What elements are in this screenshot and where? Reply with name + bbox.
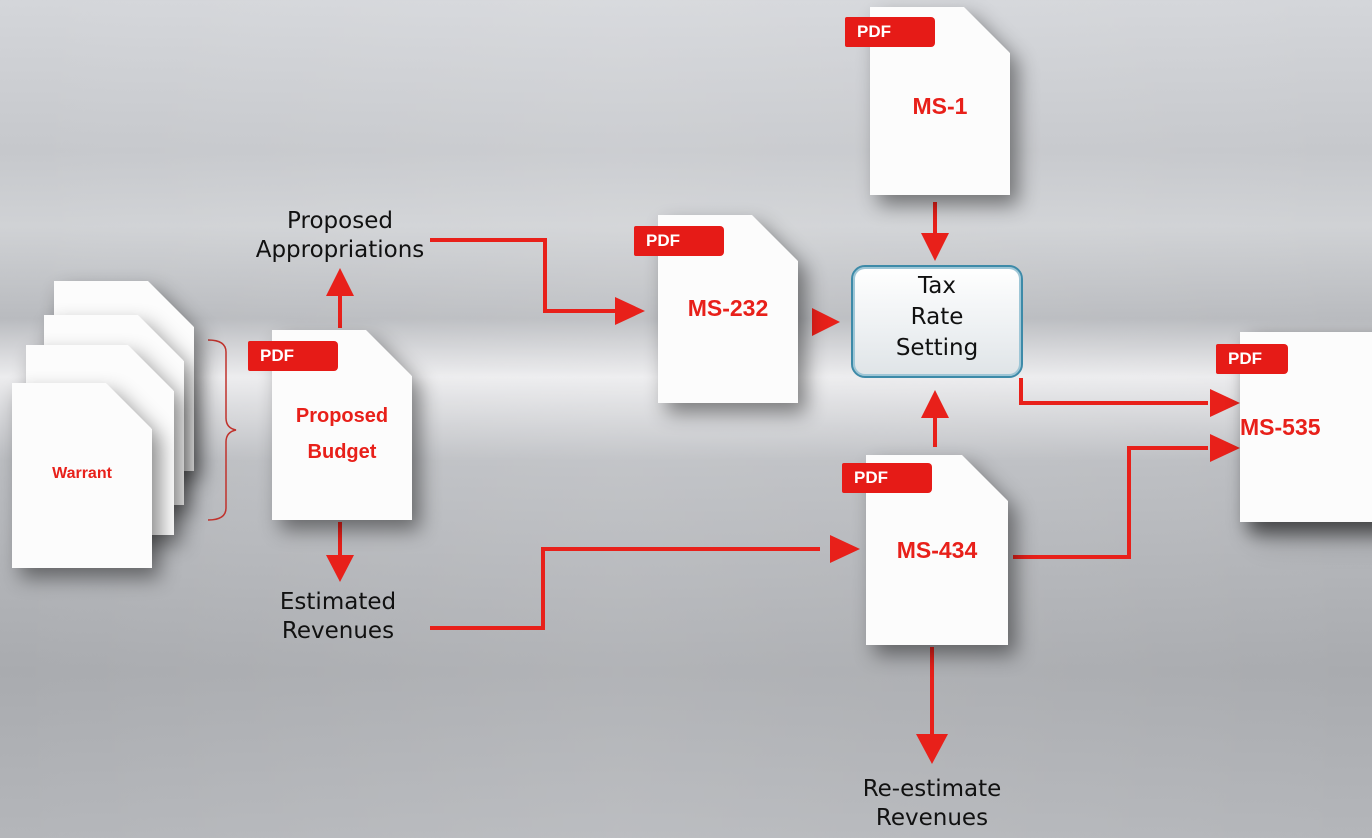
arrow-ms434-to-ms535 [1013,446,1208,559]
estimated-revenues-line2: Revenues [281,618,395,644]
arrow-estimated-revenues-to-ms434 [430,547,820,630]
tax-rate-line1: Tax [918,273,956,299]
arrow-appropriations-to-ms232 [430,238,620,313]
reestimate-revenues-line2: Revenues [875,805,989,831]
proposed-appropriations-label: Proposed Appropriations [222,207,458,265]
arrowhead-ms434-up [921,390,949,418]
proposed-budget-line2: Budget [307,441,377,463]
proposed-budget-label: Proposed Budget [272,398,412,470]
arrowhead-reestimate-down [916,734,948,764]
arrowhead-ms535-lower [1210,434,1240,462]
proposed-budget-line1: Proposed [295,405,389,427]
ms1-label: MS-1 [912,93,968,119]
arrowhead-tax-left [812,308,840,336]
ms535-label: MS-535 [1240,414,1321,440]
brace [207,339,237,521]
arrowhead-down-estimated [326,555,354,582]
arrow-tax-to-ms535 [1019,378,1208,405]
ms232-label: MS-232 [687,295,769,321]
tax-rate-setting-box: Tax Rate Setting [851,265,1023,378]
tax-rate-line3: Setting [895,335,979,361]
arrowhead-up-appropriations [326,268,354,296]
pdf-badge-ms232: PDF [634,226,724,256]
estimated-revenues-label: Estimated Revenues [240,588,436,646]
warrant-label: Warrant [52,465,112,482]
pdf-badge-ms1: PDF [845,17,935,47]
proposed-appropriations-line1: Proposed [287,208,393,234]
arrowhead-ms434-left [830,535,860,563]
pdf-badge-ms535: PDF [1216,344,1288,374]
reestimate-revenues-label: Re-estimate Revenues [812,775,1052,833]
estimated-revenues-line1: Estimated [279,589,397,615]
warrant-document: Warrant [12,383,152,568]
ms434-label: MS-434 [896,537,978,563]
arrowhead-ms232 [615,297,645,325]
arrowhead-ms1-down [921,233,949,261]
pdf-badge-ms434: PDF [842,463,932,493]
proposed-appropriations-line2: Appropriations [255,237,425,263]
reestimate-revenues-line1: Re-estimate [862,776,1002,802]
arrowhead-ms535-upper [1210,389,1240,417]
pdf-badge-proposed-budget: PDF [248,341,338,371]
ms535-document: MS-535 [1240,332,1372,522]
tax-rate-line2: Rate [910,304,964,330]
